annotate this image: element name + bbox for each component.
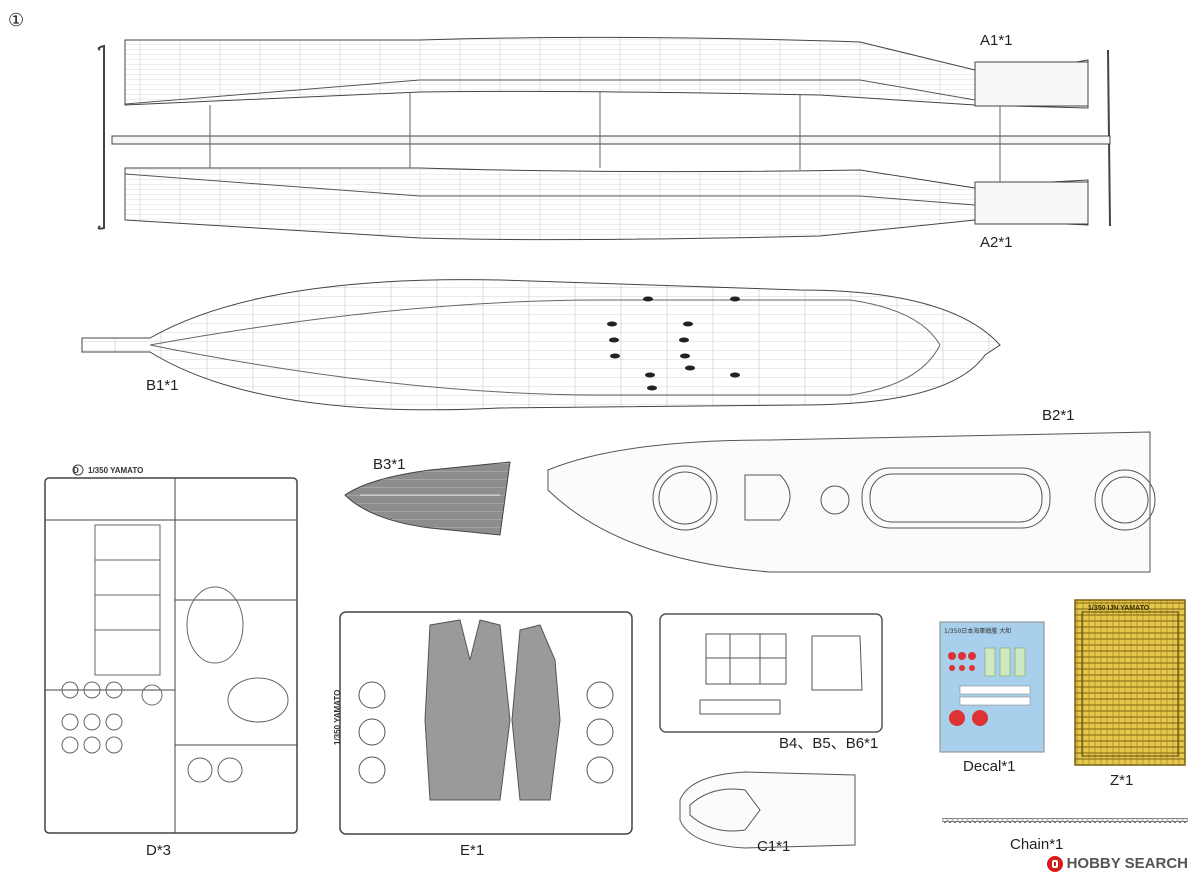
sprue-d-tag: 1/350 YAMATO [88, 466, 143, 475]
label-a2: A2*1 [980, 234, 1013, 251]
photo-etch-fret [1074, 599, 1186, 766]
watermark-logo-icon [1046, 855, 1063, 872]
deck-part-b1 [81, 279, 1001, 411]
label-d: D*3 [146, 842, 172, 859]
label-chain: Chain*1 [1010, 836, 1064, 853]
decal-title: 1/350日本海軍戦艦 大和 [944, 627, 1011, 635]
deck-part-b2 [547, 431, 1156, 573]
photo-etch-tag: 1/350 IJN YAMATO [1088, 605, 1150, 612]
label-b3: B3*1 [373, 456, 406, 473]
label-b1: B1*1 [146, 377, 179, 394]
label-b4-b6: B4、B5、B6*1 [779, 735, 879, 752]
hull-part-a2 [124, 167, 1089, 241]
sprue-e [339, 611, 633, 835]
label-b2: B2*1 [1042, 407, 1075, 424]
sprue-e-tag: 1/350 YAMATO [333, 690, 342, 745]
watermark-text: HOBBY SEARCH [1066, 855, 1188, 872]
label-c1: C1*1 [757, 838, 791, 855]
sprue-b4-b6 [659, 613, 883, 733]
hull-sprue-a [97, 36, 1111, 241]
label-a1: A1*1 [980, 32, 1013, 49]
label-e: E*1 [460, 842, 485, 859]
step-number: ① [8, 10, 25, 30]
hull-part-a1 [124, 36, 1089, 109]
label-decal: Decal*1 [963, 758, 1016, 775]
label-z: Z*1 [1110, 772, 1134, 789]
deck-part-c1 [679, 771, 856, 849]
deck-part-b3 [344, 461, 511, 536]
chain-part [942, 818, 1188, 823]
watermark: HOBBY SEARCH [1046, 855, 1188, 872]
sprue-d-letter: D [73, 466, 79, 475]
sprue-d [44, 464, 298, 834]
decal-sheet [939, 621, 1045, 753]
